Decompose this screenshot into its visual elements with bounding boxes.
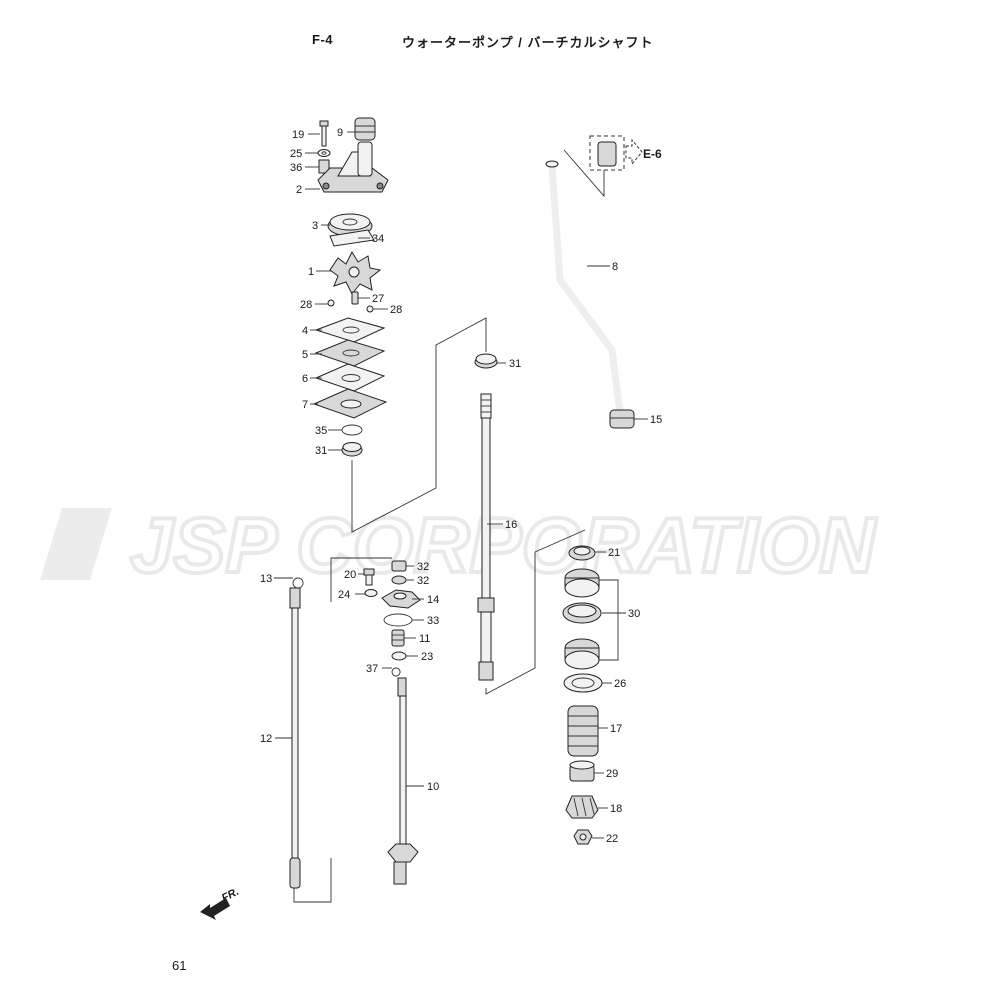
part-8-water-tube[interactable] <box>545 160 624 413</box>
part-7-plate[interactable] <box>312 388 388 419</box>
label-14: 14 <box>427 594 439 606</box>
label-30: 30 <box>628 608 640 620</box>
part-5-plate[interactable] <box>314 339 386 367</box>
label-4: 4 <box>302 325 308 337</box>
label-9: 9 <box>337 127 343 139</box>
part-32-washer-upper[interactable] <box>391 560 407 572</box>
part-2-pump-case[interactable] <box>317 141 389 193</box>
label-26: 26 <box>614 678 626 690</box>
label-37: 37 <box>366 663 378 675</box>
part-17-spring[interactable] <box>567 705 599 757</box>
part-26-thrust-washer[interactable] <box>563 673 603 693</box>
part-31-oil-seal-upper[interactable] <box>474 353 498 369</box>
watermark-logo-mark <box>40 508 112 580</box>
label-16: 16 <box>505 519 517 531</box>
part-33-o-ring[interactable] <box>383 613 413 627</box>
label-8: 8 <box>612 261 618 273</box>
label-31-upper: 31 <box>509 358 521 370</box>
label-36: 36 <box>290 162 302 174</box>
front-direction-arrow: FR. <box>200 886 241 920</box>
part-21-shim[interactable] <box>568 545 596 561</box>
label-2: 2 <box>296 184 302 196</box>
label-17: 17 <box>610 723 622 735</box>
part-9-grommet[interactable] <box>354 117 376 141</box>
part-36-collar[interactable] <box>318 159 330 174</box>
label-5: 5 <box>302 349 308 361</box>
label-29: 29 <box>606 768 618 780</box>
label-21: 21 <box>608 547 620 559</box>
label-28-left: 28 <box>300 299 312 311</box>
part-19-bolt[interactable] <box>319 120 329 147</box>
reference-e-6[interactable]: E-6 <box>563 135 662 198</box>
part-12-shift-rod[interactable] <box>289 587 301 889</box>
part-35-o-ring[interactable] <box>341 424 363 436</box>
label-24: 24 <box>338 589 350 601</box>
part-31-oil-seal-lower[interactable] <box>341 442 363 457</box>
page-number: 61 <box>172 958 187 973</box>
part-15-grommet[interactable] <box>609 409 635 429</box>
part-28-pin-left[interactable] <box>327 299 335 307</box>
label-32-upper: 32 <box>417 561 429 573</box>
label-20: 20 <box>344 569 356 581</box>
label-31-lower: 31 <box>315 445 327 457</box>
label-34: 34 <box>372 233 384 245</box>
part-4-gasket[interactable] <box>314 317 386 343</box>
label-23: 23 <box>421 651 433 663</box>
part-18-pinion-gear[interactable] <box>565 795 599 819</box>
label-22: 22 <box>606 833 618 845</box>
part-22-nut[interactable] <box>573 829 593 845</box>
part-30-bearing-set[interactable] <box>562 568 602 670</box>
label-12: 12 <box>260 733 272 745</box>
label-3: 3 <box>312 220 318 232</box>
label-25: 25 <box>290 148 302 160</box>
reference-label: E-6 <box>643 147 662 161</box>
part-37-clip[interactable] <box>391 667 401 677</box>
diagram-code: F-4 <box>312 32 333 47</box>
label-6: 6 <box>302 373 308 385</box>
label-32-lower: 32 <box>417 575 429 587</box>
label-27: 27 <box>372 293 384 305</box>
arrow-left-icon <box>200 898 230 920</box>
part-23-washer[interactable] <box>391 651 407 661</box>
part-6-gasket[interactable] <box>314 363 386 392</box>
watermark-text: JSP CORPORATION <box>130 501 877 589</box>
front-label: FR. <box>220 886 241 905</box>
part-11-spring[interactable] <box>391 629 405 647</box>
label-10: 10 <box>427 781 439 793</box>
label-33: 33 <box>427 615 439 627</box>
diagram-title: ウォーターポンプ / バーチカルシャフト <box>402 35 654 50</box>
part-34-gasket[interactable] <box>329 229 375 247</box>
part-16-drive-shaft[interactable] <box>477 393 495 681</box>
label-28-right: 28 <box>390 304 402 316</box>
part-10-shift-shaft[interactable] <box>387 677 419 885</box>
part-29-needle-bearing[interactable] <box>569 760 595 782</box>
part-32-washer-lower[interactable] <box>391 575 407 585</box>
part-25-washer[interactable] <box>317 149 331 157</box>
label-35: 35 <box>315 425 327 437</box>
part-24-washer[interactable] <box>364 589 378 597</box>
watermark: JSP CORPORATION <box>40 500 879 590</box>
part-1-impeller[interactable] <box>329 250 382 295</box>
label-11: 11 <box>419 633 430 645</box>
part-28-pin-right[interactable] <box>366 305 374 313</box>
label-18: 18 <box>610 803 622 815</box>
part-27-key[interactable] <box>351 291 359 305</box>
part-13-clip[interactable] <box>292 577 304 589</box>
label-19: 19 <box>292 129 304 141</box>
label-7: 7 <box>302 399 308 411</box>
part-14-housing[interactable] <box>381 589 421 609</box>
label-1: 1 <box>308 266 314 278</box>
label-13: 13 <box>260 573 272 585</box>
label-15: 15 <box>650 414 662 426</box>
part-20-bolt[interactable] <box>363 568 375 586</box>
